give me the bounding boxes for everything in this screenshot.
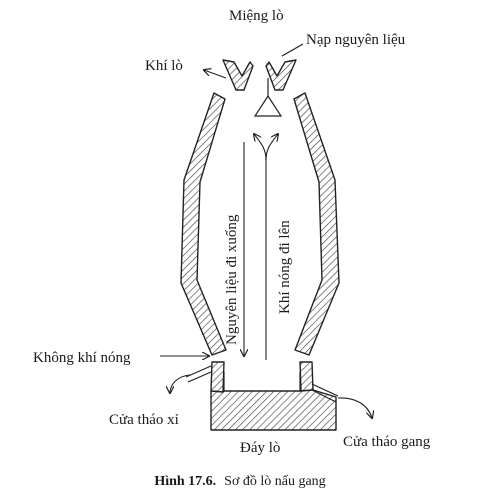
label-hot-air: Không khí nóng	[33, 350, 131, 366]
lower-wall-left	[210, 361, 225, 393]
hot-gas-branch-left	[254, 134, 267, 161]
iron-door-pipe	[311, 383, 339, 403]
hearth-inner	[223, 372, 301, 391]
lower-wall-right	[299, 361, 314, 392]
caption-text: Sơ đồ lò nấu gang	[224, 474, 326, 489]
slag-door-arrow	[170, 374, 191, 393]
hopper-right	[265, 59, 297, 91]
label-slag-door: Cửa tháo xỉ	[109, 412, 179, 428]
furnace-wall-right	[293, 92, 340, 356]
hot-gas-branch-right	[265, 134, 278, 161]
label-charging: Nạp nguyên liệu	[306, 32, 406, 48]
label-furnace-mouth: Miệng lò	[229, 8, 284, 24]
hopper-left	[222, 59, 254, 91]
label-material-down: Nguyên liệu đi xuống	[224, 214, 240, 345]
label-hot-gas-up: Khí nóng đi lên	[277, 220, 293, 314]
furnace-gas-arrow	[204, 70, 227, 79]
charging-leader	[281, 43, 304, 57]
furnace-wall-left	[180, 92, 227, 356]
caption-number: Hình 17.6.	[154, 474, 216, 489]
hearth	[210, 389, 337, 431]
label-iron-door: Cửa tháo gang	[343, 434, 431, 450]
charging-cone	[253, 94, 283, 117]
slag-door-pipe	[185, 365, 212, 383]
label-furnace-gas: Khí lò	[145, 58, 183, 74]
figure-caption: Hình 17.6. Sơ đồ lò nấu gang	[154, 472, 325, 489]
iron-door-arrow	[337, 397, 372, 418]
label-hearth: Đáy lò	[240, 440, 280, 456]
